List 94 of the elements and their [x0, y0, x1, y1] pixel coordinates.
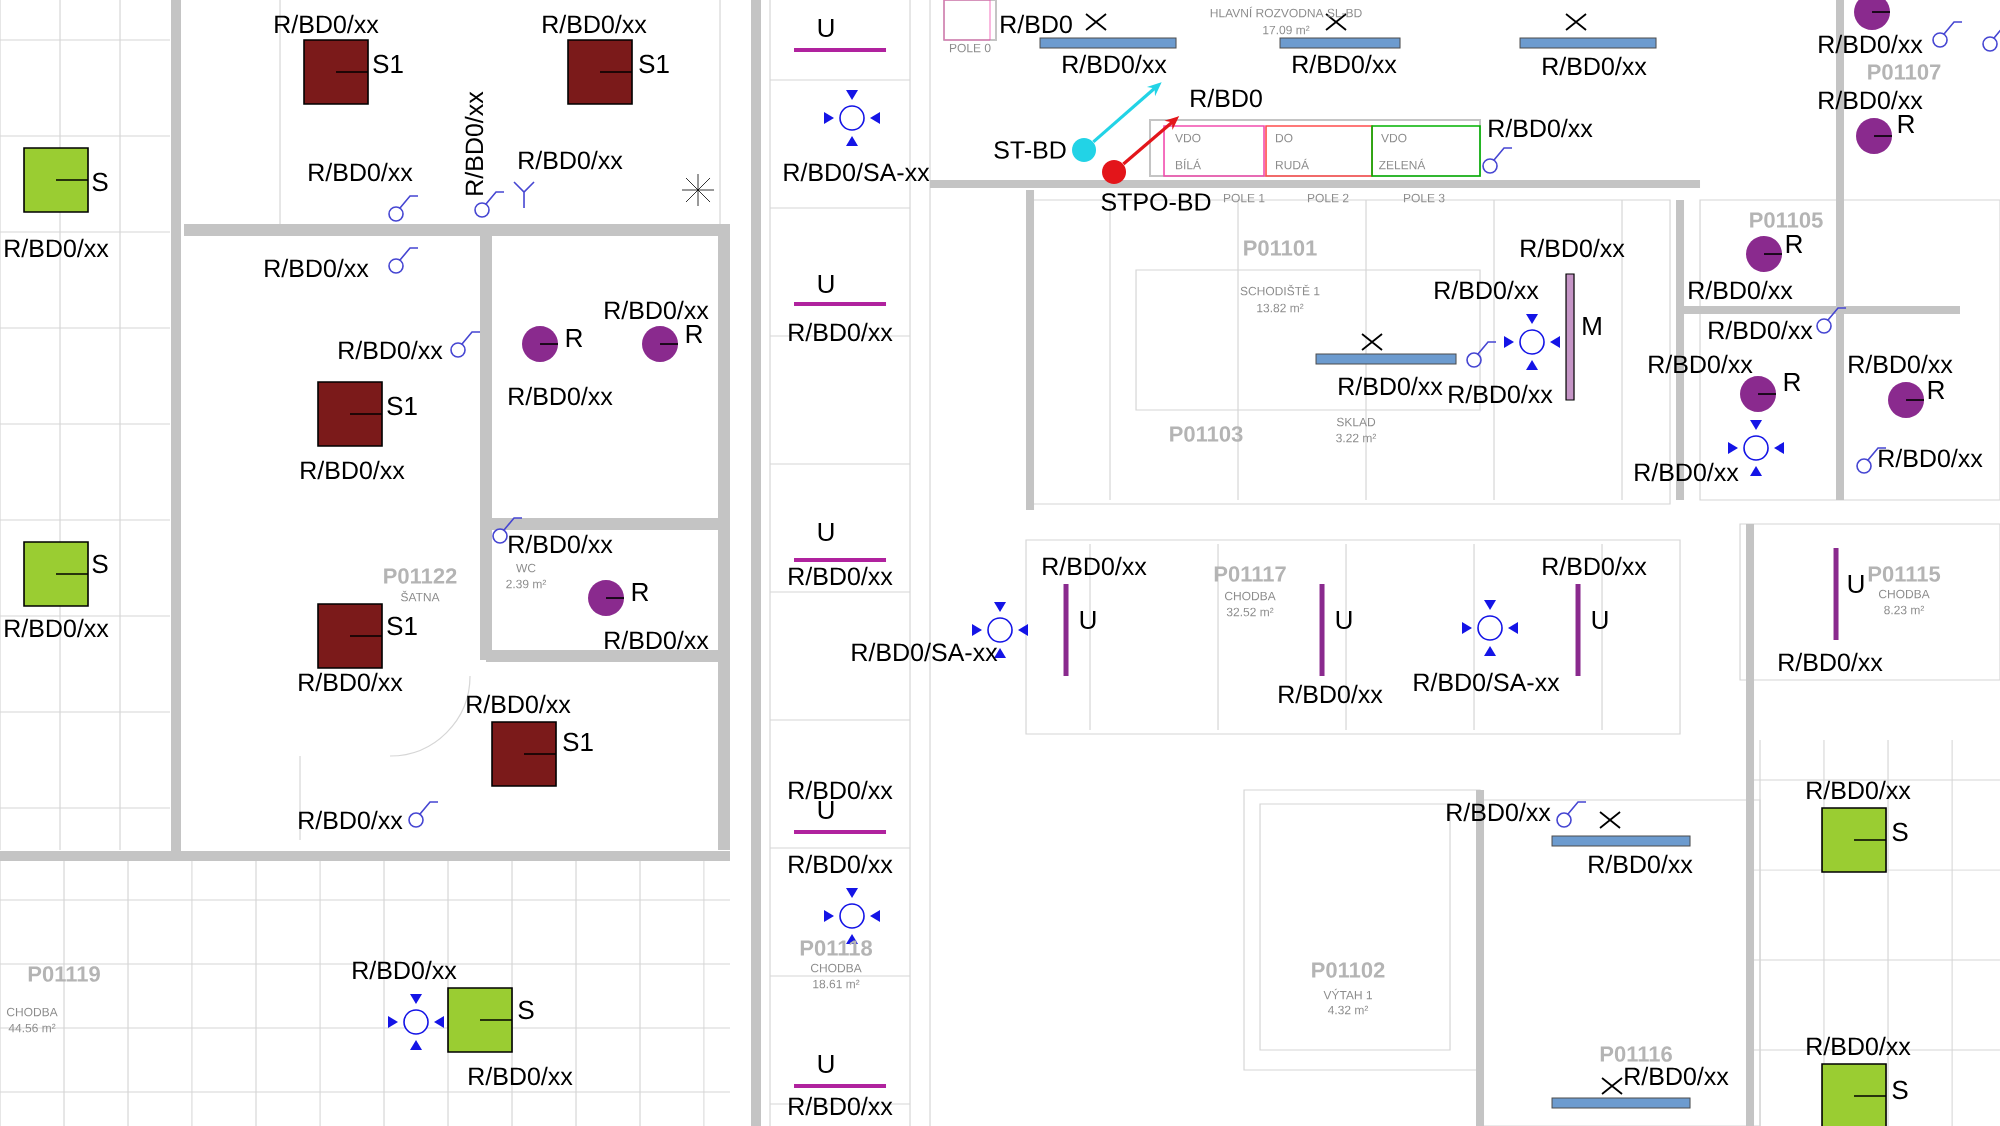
symbol-letter: U: [1080, 610, 1096, 630]
device-code: R/BD0/xx: [509, 386, 613, 406]
symbol-letter: R: [632, 583, 649, 601]
device-code: R/BD0/xx: [519, 150, 623, 170]
room-number: P01116: [1600, 1046, 1672, 1062]
device-code: R/BD0/SA-xx: [852, 642, 998, 662]
device-code: R/BD0/xx: [299, 672, 403, 692]
device-code: R/BD0/xx: [1435, 280, 1539, 300]
symbol-letter: R: [1784, 373, 1801, 391]
symbol-letter: U: [818, 800, 834, 820]
symbol-letter: U: [1848, 574, 1864, 594]
device-code: R/BD0/xx: [1649, 354, 1753, 374]
device-code: R/BD0/xx: [605, 630, 709, 650]
symbol-letter: U: [818, 1054, 834, 1074]
device-code: R/BD0/xx: [509, 534, 613, 554]
device-code: R/BD0/xx: [464, 91, 484, 195]
device-code: R/BD0/xx: [1819, 34, 1923, 54]
symbol-letter: R: [566, 329, 583, 347]
device-code: R/BD0/xx: [1709, 320, 1813, 340]
symbol-letter: S: [1892, 1080, 1908, 1100]
room-number: P01103: [1170, 426, 1243, 442]
device-code: R/BD0/xx: [1819, 90, 1923, 110]
room-number: P01118: [800, 940, 873, 956]
symbol-letter: S1: [639, 54, 669, 74]
node-label: STPO-BD: [1101, 193, 1211, 211]
device-code: R/BD0: [1191, 88, 1262, 108]
symbol-letter: R: [686, 325, 703, 343]
device-code: R/BD0/xx: [1689, 280, 1793, 300]
room-number: P01122: [384, 568, 457, 584]
room-number: P01107: [1868, 64, 1941, 80]
device-code: R/BD0/xx: [469, 1066, 573, 1086]
symbol-letter: S: [518, 1000, 534, 1020]
device-code: R/BD0/xx: [1543, 556, 1647, 576]
device-code: R/BD0/xx: [1279, 684, 1383, 704]
symbol-letter: U: [1336, 610, 1352, 630]
symbol-letter: S1: [387, 396, 417, 416]
device-code: R/BD0/xx: [1043, 556, 1147, 576]
device-code: R/BD0/xx: [301, 460, 405, 480]
device-code: R/BD0/xx: [605, 300, 709, 320]
symbol-letter: U: [818, 522, 834, 542]
device-code: R/BD0/xx: [1521, 238, 1625, 258]
device-code: R/BD0/xx: [1449, 384, 1553, 404]
symbol-letter: R: [1786, 235, 1803, 253]
device-code: R/BD0/xx: [467, 694, 571, 714]
device-code: R/BD0/xx: [1489, 118, 1593, 138]
device-code: R/BD0/xx: [789, 1096, 893, 1116]
device-code: R/BD0/xx: [1879, 448, 1983, 468]
device-code: R/BD0/xx: [309, 162, 413, 182]
device-code: R/BD0/xx: [1779, 652, 1883, 672]
device-code: R/BD0/xx: [1849, 354, 1953, 374]
device-code: R/BD0/xx: [789, 566, 893, 586]
room-number: P01119: [28, 966, 100, 982]
device-code: R/BD0/xx: [1807, 1036, 1911, 1056]
symbol-letter: S1: [373, 54, 403, 74]
symbol-letter: S1: [563, 732, 593, 752]
device-code: R/BD0/xx: [5, 618, 109, 638]
symbol-letter: S: [92, 172, 108, 192]
room-number: P01102: [1312, 962, 1385, 978]
symbol-letter: U: [818, 274, 834, 294]
device-code: R/BD0/xx: [789, 322, 893, 342]
room-number: P01105: [1750, 212, 1823, 228]
device-code: R/BD0/xx: [5, 238, 109, 258]
device-code: R/BD0/xx: [353, 960, 457, 980]
device-code: R/BD0/xx: [1293, 54, 1397, 74]
symbol-letter: M: [1583, 317, 1601, 335]
symbol-letter: U: [1592, 610, 1608, 630]
device-code: R/BD0/xx: [1063, 54, 1167, 74]
device-code: R/BD0/SA-xx: [784, 162, 930, 182]
device-code: R/BD0/xx: [1339, 376, 1443, 396]
device-code: R/BD0: [1001, 14, 1072, 34]
device-code: R/BD0/xx: [789, 780, 893, 800]
device-code: R/BD0/SA-xx: [1414, 672, 1560, 692]
device-code: R/BD0/xx: [299, 810, 403, 830]
symbol-letter: R: [1898, 115, 1915, 133]
device-code: R/BD0/xx: [265, 258, 369, 278]
device-code: R/BD0/xx: [1589, 854, 1693, 874]
room-number: P01115: [1868, 566, 1941, 582]
symbol-letter: S1: [387, 616, 417, 636]
device-code: R/BD0/xx: [543, 14, 647, 34]
device-code: R/BD0/xx: [1625, 1066, 1729, 1086]
room-number: P01101: [1244, 240, 1317, 256]
device-code: R/BD0/xx: [1635, 462, 1739, 482]
symbol-letter: U: [818, 18, 834, 38]
device-code: R/BD0/xx: [789, 854, 893, 874]
device-code: R/BD0/xx: [1543, 56, 1647, 76]
device-code: R/BD0/xx: [339, 340, 443, 360]
node-label: ST-BD: [994, 141, 1066, 159]
device-code: R/BD0/xx: [1447, 802, 1551, 822]
device-code: R/BD0/xx: [275, 14, 379, 34]
device-code: R/BD0/xx: [1807, 780, 1911, 800]
room-number: P01117: [1214, 566, 1286, 582]
symbol-letter: S: [92, 554, 108, 574]
symbol-letter: S: [1892, 822, 1908, 842]
symbol-letter: R: [1928, 381, 1945, 399]
